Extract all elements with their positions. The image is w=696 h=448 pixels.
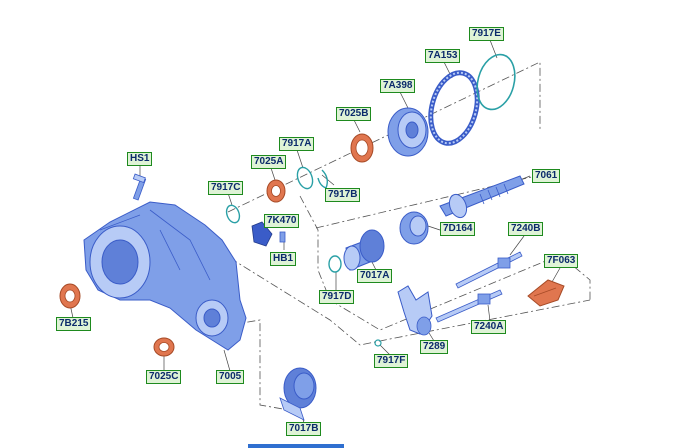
snap-ring-7917c	[225, 204, 241, 224]
bolt-hs1	[132, 173, 147, 201]
callout-7b215[interactable]: 7B215	[56, 317, 92, 331]
guide-line-lower	[329, 254, 591, 331]
shift-rail-7240b	[455, 251, 523, 289]
callout-7240b[interactable]: 7240B	[508, 222, 544, 236]
callout-7017a[interactable]: 7017A	[357, 269, 393, 283]
callout-7917d[interactable]: 7917D	[319, 290, 355, 304]
seal-7025b	[350, 133, 374, 163]
callout-7061[interactable]: 7061	[532, 169, 561, 183]
seal-7025a	[266, 179, 286, 203]
callout-7a153[interactable]: 7A153	[425, 49, 461, 63]
guide-line-upper	[227, 61, 541, 213]
shaft-7061	[439, 175, 525, 219]
callout-7d164[interactable]: 7D164	[440, 222, 476, 236]
callout-7017b[interactable]: 7017B	[286, 422, 322, 436]
callout-7025b[interactable]: 7025B	[336, 107, 372, 121]
shift-fork-7f063	[527, 279, 565, 307]
callout-7917a[interactable]: 7917A	[279, 137, 315, 151]
callout-7a398[interactable]: 7A398	[380, 79, 416, 93]
clip-7917b	[317, 169, 329, 189]
ring-gear-7a153	[428, 70, 480, 146]
callout-7f063[interactable]: 7F063	[544, 254, 579, 268]
guide-lines	[199, 61, 591, 413]
seal-7025c	[153, 337, 175, 357]
callout-7025c[interactable]: 7025C	[146, 370, 182, 384]
callout-hs1[interactable]: HS1	[127, 152, 153, 166]
snap-ring-7917a	[296, 166, 314, 190]
guide-line-forks	[229, 257, 591, 346]
guide-line-bottom	[199, 319, 301, 413]
callout-7917e[interactable]: 7917E	[469, 27, 504, 41]
hub-7a398	[387, 107, 429, 157]
snap-ring-7917e	[476, 53, 516, 111]
callout-7917f[interactable]: 7917F	[374, 354, 409, 368]
seal-7b215	[59, 283, 81, 309]
clip-7917f	[374, 339, 382, 347]
shift-fork-7289	[397, 285, 433, 336]
guide-line-middle	[299, 195, 331, 301]
callout-7025a[interactable]: 7025A	[251, 155, 287, 169]
callout-7289[interactable]: 7289	[420, 340, 449, 354]
scroll-indicator-bar	[248, 444, 344, 448]
callout-7k470[interactable]: 7K470	[264, 214, 300, 228]
callout-7917b[interactable]: 7917B	[325, 188, 361, 202]
bolt-hb1	[279, 231, 286, 243]
gear-7017b	[279, 367, 317, 421]
snap-ring-7917d	[328, 255, 342, 273]
shift-rail-7240a	[435, 289, 503, 323]
gear-7d164	[399, 211, 429, 245]
callout-7240a[interactable]: 7240A	[471, 320, 507, 334]
guide-line-shaft	[315, 174, 541, 229]
callout-7005[interactable]: 7005	[216, 370, 245, 384]
transfer-case-housing	[83, 201, 247, 351]
gear-7017a	[343, 229, 385, 271]
bracket-7k470	[251, 221, 273, 247]
callout-hb1[interactable]: HB1	[270, 252, 297, 266]
callout-7917c[interactable]: 7917C	[208, 181, 244, 195]
